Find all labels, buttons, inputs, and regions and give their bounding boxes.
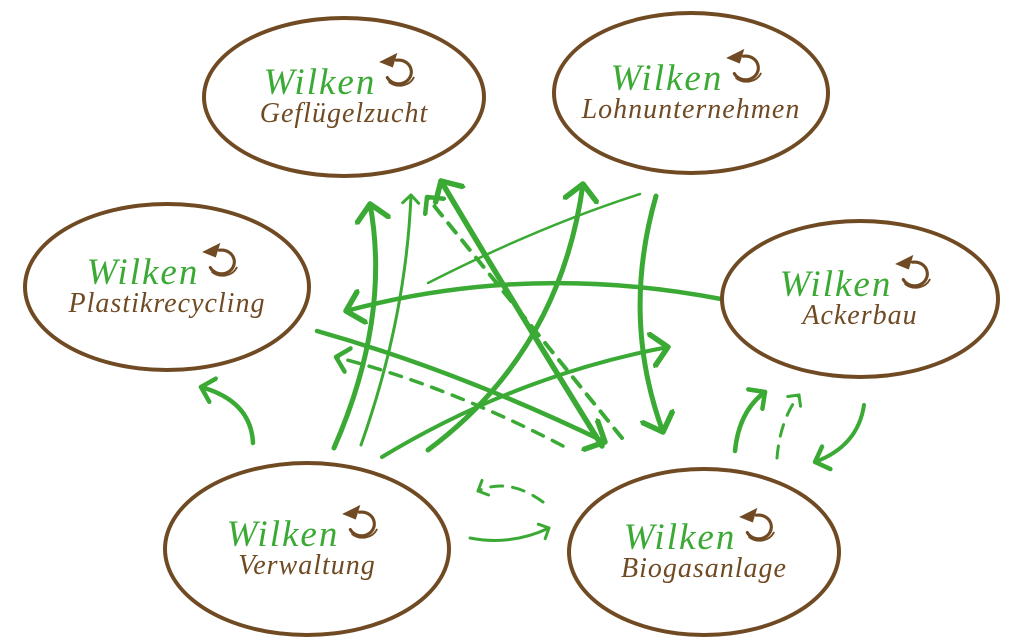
brand-text: Wilken xyxy=(86,252,200,294)
node-logo: Wilken xyxy=(779,255,941,306)
arrow-verwaltung-biogasanlage xyxy=(468,522,551,542)
brand-text: Wilken xyxy=(623,517,737,559)
arrow-lohnunternehmen-biogasanlage xyxy=(637,193,663,432)
node-label: Plastikrecycling xyxy=(68,288,266,320)
node-label: Geflügelzucht xyxy=(259,98,429,130)
node-label: Verwaltung xyxy=(238,550,376,582)
node-verwaltung: Wilken Verwaltung xyxy=(163,461,451,637)
node-label: Ackerbau xyxy=(802,300,918,332)
arrow-ackerbau-biogasanlage xyxy=(815,403,866,462)
brand-text: Wilken xyxy=(226,514,340,556)
arrow-plastikrecycling-biogasanlage xyxy=(314,328,605,442)
arrow-verwaltung-gefluegelzucht-2 xyxy=(359,193,421,447)
node-logo: Wilken xyxy=(610,49,772,100)
brand-text: Wilken xyxy=(610,58,724,100)
node-ackerbau: Wilken Ackerbau xyxy=(720,219,1000,379)
recycle-arrow-icon xyxy=(739,508,776,542)
node-lohnunternehmen: Wilken Lohnunternehmen xyxy=(552,11,830,175)
arrow-biogasanlage-verwaltung-dashed xyxy=(476,478,545,504)
arrow-biogasanlage-gefluegelzucht xyxy=(441,178,605,449)
node-gefluegelzucht: Wilken Geflügelzucht xyxy=(202,16,486,178)
node-biogasanlage: Wilken Biogasanlage xyxy=(567,467,841,637)
node-label: Lohnunternehmen xyxy=(581,94,801,126)
node-plastikrecycling: Wilken Plastikrecycling xyxy=(23,202,311,372)
arrow-ackerbau-plastikrecycling xyxy=(346,280,724,311)
node-logo: Wilken xyxy=(623,508,785,559)
arrow-biogasanlage-ackerbau-dashed xyxy=(775,393,803,460)
arrow-verwaltung-ackerbau xyxy=(380,347,668,459)
arrow-verwaltung-gefluegelzucht-1 xyxy=(331,204,376,451)
brand-text: Wilken xyxy=(263,62,377,104)
arrow-biogasanlage-ackerbau xyxy=(732,392,768,454)
arrow-verwaltung-plastikrecycling xyxy=(198,387,256,446)
arrow-verwaltung-lohnunternehmen xyxy=(425,184,583,453)
brand-text: Wilken xyxy=(779,264,893,306)
recycle-arrow-icon xyxy=(726,49,763,83)
arrow-biogasanlage-plastikrecycling-dashed xyxy=(336,357,565,448)
recycle-arrow-icon xyxy=(342,505,379,539)
node-label: Biogasanlage xyxy=(621,553,787,585)
recycle-arrow-icon xyxy=(379,53,416,87)
node-logo: Wilken xyxy=(86,243,248,294)
recycle-arrow-icon xyxy=(202,243,239,277)
arrow-center-stroke xyxy=(426,192,642,285)
recycle-arrow-icon xyxy=(895,255,932,289)
node-logo: Wilken xyxy=(263,53,425,104)
node-logo: Wilken xyxy=(226,505,388,556)
